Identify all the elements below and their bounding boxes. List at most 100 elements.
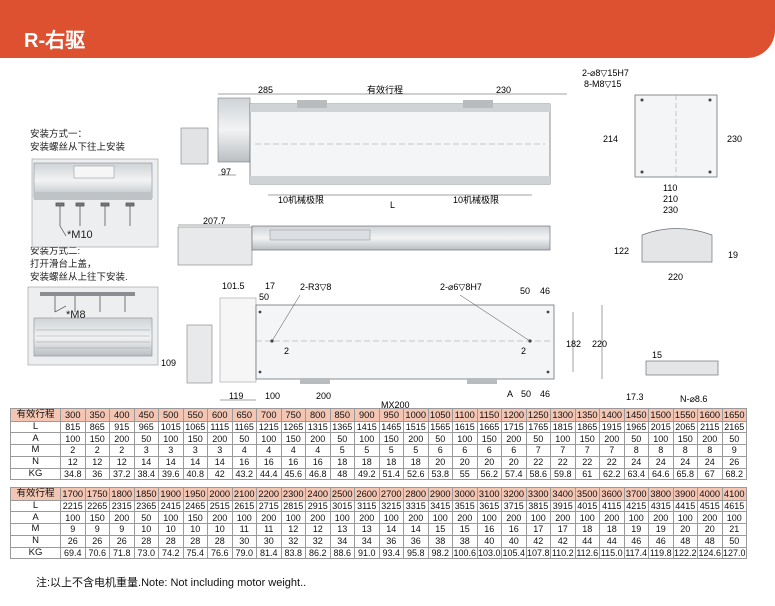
spec-cell: 38.4 [133,467,159,481]
spec-cell: 12 [305,523,331,536]
spec-cell: 100 [231,511,257,525]
spec-cell: 26 [84,534,110,548]
spec-cell: 5 [354,444,380,457]
spec-cell: 22 [599,455,625,469]
spec-cell: 200 [256,511,282,525]
spec-cell: 50 [133,511,159,525]
spec-cell: 26 [60,534,86,548]
spec-cell: 3900 [672,487,698,501]
spec-cell: 2 [60,444,86,457]
spec-cell: 11 [231,523,257,536]
spec-cell: 112.6 [574,546,600,560]
spec-cell: 2315 [109,499,135,513]
limit-right: 10机械极限 [453,194,499,205]
dim-50: 50 [259,292,269,302]
spec-cell: 50 [427,432,453,446]
limit-left: 10机械极限 [278,194,324,205]
spec-cell: 9 [84,523,110,536]
dim-207: 207.7 [203,216,226,226]
spec-cell: 14 [378,523,404,536]
spec-cell: 8 [672,444,698,457]
spec-cell: 2165 [721,420,747,434]
spec-cell: 300 [60,408,86,422]
m8-label: *M8 [66,309,86,321]
dim-214: 214 [603,134,618,144]
spec-cell: 100 [427,511,453,525]
spec-cell: 2065 [672,420,698,434]
install-illustration-2: *M8 [27,286,159,366]
spec-cell: 3215 [378,499,404,513]
spec-cell: 28 [207,534,233,548]
spec-cell: 500 [158,408,184,422]
spec-cell: 950 [378,408,404,422]
dim-220-section: 220 [668,272,683,282]
spec-cell: 750 [280,408,306,422]
spec-cell: 1450 [623,408,649,422]
spec-cell: 50 [721,534,747,548]
dim-A: A [507,389,513,399]
spec-cell: 2200 [256,487,282,501]
spec-cell: 4115 [599,499,625,513]
spec-cell: 865 [84,420,110,434]
spec-cell: 6 [452,444,478,457]
spec-cell: 3115 [354,499,380,513]
spec-cell: 103.0 [476,546,502,560]
install-method-1-title: 安装方式一： [30,129,88,140]
spec-cell: 7 [599,444,625,457]
spec-cell: 100 [60,511,86,525]
dim-17: 17 [265,281,275,291]
spec-cell: 200 [207,511,233,525]
spec-cell: 150 [672,432,698,446]
install-method-2-desc2: 安装螺丝从上往下安装. [30,272,128,283]
spec-cell: 40 [476,534,502,548]
dim-2a: 2 [284,346,289,356]
spec-cell: 6 [476,444,502,457]
spec-cell: 1865 [574,420,600,434]
spec-cell: 100 [574,511,600,525]
spec-cell: 100 [721,511,747,525]
dim-230: 230 [496,85,511,95]
spec-cell: 86.2 [305,546,331,560]
spec-cell: 7 [574,444,600,457]
spec-cell: 50 [623,432,649,446]
spec-cell: 56.2 [476,467,502,481]
spec-cell: 100 [378,511,404,525]
spec-cell: 110.2 [550,546,576,560]
spec-cell: 965 [133,420,159,434]
spec-cell: 50 [721,432,747,446]
spec-cell: 900 [354,408,380,422]
spec-cell: 3815 [525,499,551,513]
spec-cell: 5 [403,444,429,457]
spec-cell: 100.6 [452,546,478,560]
spec-cell: 7 [550,444,576,457]
spec-cell: 122.2 [672,546,698,560]
spec-cell: 150 [182,432,208,446]
spec-cell: 2215 [60,499,86,513]
spec-cell: 68.2 [721,467,747,481]
spec-cell: 650 [231,408,257,422]
spec-cell: 150 [84,432,110,446]
spec-cell: 49.2 [354,467,380,481]
dim-230-end: 230 [727,134,742,144]
spec-cell: 10 [207,523,233,536]
spec-cell: 2265 [84,499,110,513]
dim-210: 210 [663,194,678,204]
spec-cell: 43.2 [231,467,257,481]
spec-cell: 1950 [182,487,208,501]
spec-cell: 200 [207,432,233,446]
spec-cell: 70.6 [84,546,110,560]
spec-cell: 13 [354,523,380,536]
spec-cell: 8 [623,444,649,457]
spec-cell: 1615 [452,420,478,434]
spec-cell: 18 [329,455,355,469]
spec-cell: 2900 [427,487,453,501]
spec-cell: 24 [623,455,649,469]
spec-cell: 4215 [623,499,649,513]
spec-cell: 38 [452,534,478,548]
spec-cell: 11 [256,523,282,536]
spec-cell: 28 [182,534,208,548]
